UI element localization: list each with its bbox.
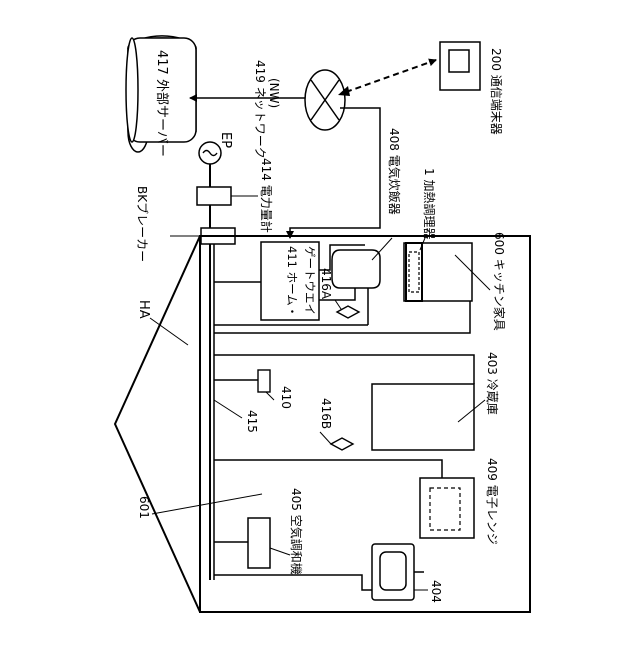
terminal-network-dashed-link: [346, 60, 436, 92]
house-leader-line: [150, 318, 188, 345]
terminal-label: 200 通信端末器: [489, 48, 503, 135]
tv-power: [214, 575, 372, 590]
rice-cooker-leader: [372, 238, 392, 260]
network-to-gateway-line: [290, 108, 380, 238]
kitchen-power: [214, 301, 470, 333]
network-label: 419 ネットワーク: [253, 60, 267, 159]
rice-cooker-label: 408 電気炊飯器: [387, 128, 402, 215]
heater-label: 1 加熱調理器: [422, 168, 436, 239]
room-leader: [152, 494, 262, 514]
tag-b-line: [320, 432, 331, 444]
network-sub-label: (NW): [267, 78, 281, 108]
tag-b-diamond: [331, 438, 353, 450]
microwave-label: 409 電子レンジ: [485, 458, 499, 545]
air-conditioner-box: [248, 518, 270, 568]
tag-b-label: 416B: [319, 398, 333, 429]
house-label: HA: [136, 300, 151, 319]
fridge-label: 403 冷蔵庫: [485, 352, 499, 415]
rice-cooker-body: [332, 250, 380, 288]
aircon-leader: [270, 548, 290, 555]
ep-label: EP: [218, 132, 233, 148]
wire-label: 415: [245, 410, 259, 433]
microwave-power: [214, 460, 442, 478]
power-meter-box: [197, 187, 231, 205]
wire-leader: [214, 400, 242, 418]
device-410-leader: [266, 392, 274, 400]
kitchen-label: 600 キッチン家具: [492, 232, 507, 331]
server-label: 417 外部サーバー: [154, 50, 169, 157]
meter-label: 414 電力量計: [259, 158, 274, 233]
network-node: [305, 70, 345, 130]
tag-a-label: 416A: [319, 268, 333, 300]
breaker-label: BKブレーカー: [135, 186, 150, 262]
gateway-label-line2: ゲートウエイ: [303, 246, 317, 315]
device-410-box: [258, 370, 270, 392]
microwave-box: [420, 478, 474, 538]
aircon-label: 405 空気調和機: [289, 488, 304, 575]
house-roof: [115, 236, 200, 612]
room-label: 601: [137, 496, 151, 519]
communication-terminal: [440, 42, 480, 90]
device-410-label: 410: [279, 386, 293, 409]
refrigerator-box: [372, 384, 474, 450]
gateway-label-line1: 411 ホーム・: [285, 246, 299, 317]
tv-label: 404: [429, 580, 443, 603]
